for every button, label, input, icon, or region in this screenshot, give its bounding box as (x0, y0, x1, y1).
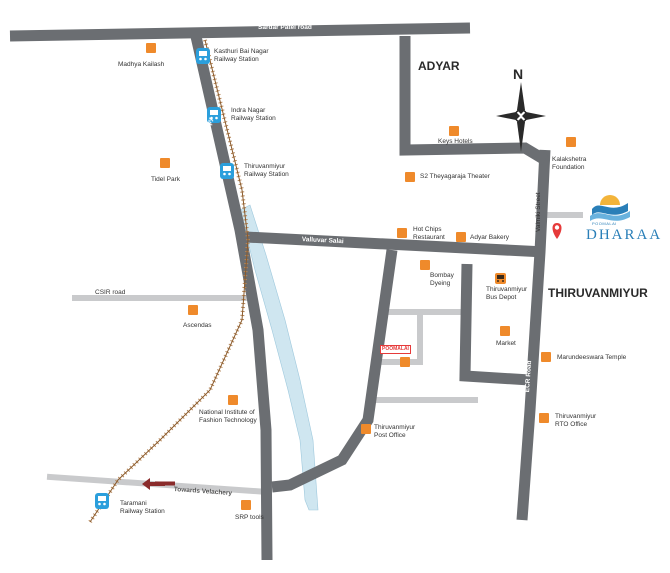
marker-kalakshetra (566, 137, 576, 147)
marker-bombay-dyeing (420, 260, 430, 270)
wave-sun-icon (590, 195, 630, 221)
marker-madhya-kailash (146, 43, 156, 53)
train-icon (207, 107, 221, 123)
marker-poomalai (400, 357, 410, 367)
bus-icon (495, 273, 506, 284)
marker-market (500, 326, 510, 336)
label-nift: National Institute of Fashion Technology (199, 409, 257, 425)
label-hot-chips: Hot Chips Restaurant (413, 226, 445, 242)
label-s2-theater: S2 Theyagaraja Theater (420, 173, 490, 180)
river (239, 204, 319, 511)
label-market: Market (496, 340, 516, 347)
label-tidel-park: Tidel Park (151, 176, 181, 183)
brand-tagline: POOMALAI (592, 221, 617, 226)
marker-hot-chips (397, 228, 407, 238)
road-label-valmiki: Valmiki Street (535, 192, 542, 232)
label-marundeeswara: Marundeeswara Temple (557, 354, 627, 361)
brand-name: DHARAA (586, 227, 663, 243)
poomalai-logo: POOMALAI (380, 345, 411, 354)
station-label: Indra Nagar Railway Station (231, 107, 276, 123)
dharaa-logo: POOMALAI DHARAA (570, 185, 666, 255)
label-keys-hotels: Keys Hotels (438, 138, 473, 145)
train-icon (95, 493, 109, 509)
compass: N (496, 66, 546, 155)
area-label-thiruvanmiyur: THIRUVANMIYUR (548, 286, 648, 300)
road-label-csir: CSIR road (95, 289, 126, 296)
marker-rto (539, 413, 549, 423)
train-icon (196, 48, 210, 64)
station-label: Thiruvanmiyur Railway Station (244, 163, 289, 179)
train-icon (220, 163, 234, 179)
valluvar-salai (245, 231, 546, 258)
label-rto: Thiruvanmiyur RTO Office (555, 413, 597, 429)
ecr-road (516, 149, 551, 521)
minor-roads (46, 212, 583, 496)
marker-ascendas (188, 305, 198, 315)
label-bus-depot: Thiruvanmiyur Bus Depot (486, 286, 528, 302)
label-adyar-bakery: Adyar Bakery (470, 234, 510, 241)
lattice-bridge-road (271, 249, 398, 493)
marker-adyar-bakery (456, 232, 466, 242)
marker-tidel-park (160, 158, 170, 168)
marker-s2-theater (405, 172, 415, 182)
station-label: Kasthuri Bai Nagar Railway Station (214, 48, 269, 64)
compass-rose-icon (496, 82, 546, 152)
towards-velachery-arrow (142, 478, 165, 490)
label-ascendas: Ascendas (183, 322, 212, 329)
label-kalakshetra: Kalakshetra Foundation (552, 156, 587, 172)
label-madhya-kailash: Madhya Kailash (118, 61, 165, 68)
label-bombay-dyeing: Bombay Dyeing (430, 272, 454, 288)
marker-post-office (361, 424, 371, 434)
marker-keys-hotels (449, 126, 459, 136)
railway (88, 39, 251, 524)
location-pin-icon (552, 223, 562, 239)
label-srp-tools: SRP tools (235, 514, 264, 521)
marker-nift (228, 395, 238, 405)
marker-marundeeswara (541, 352, 551, 362)
sardar-patel-road (9, 22, 471, 42)
north-label: N (513, 66, 524, 82)
label-post-office: Thiruvanmiyur Post Office (374, 424, 416, 440)
area-label-adyar: ADYAR (418, 59, 460, 73)
marker-srp-tools (241, 500, 251, 510)
station-label: Taramani Railway Station (120, 500, 165, 516)
road-label-sardar-patel: Sardar Patel road (258, 24, 312, 31)
